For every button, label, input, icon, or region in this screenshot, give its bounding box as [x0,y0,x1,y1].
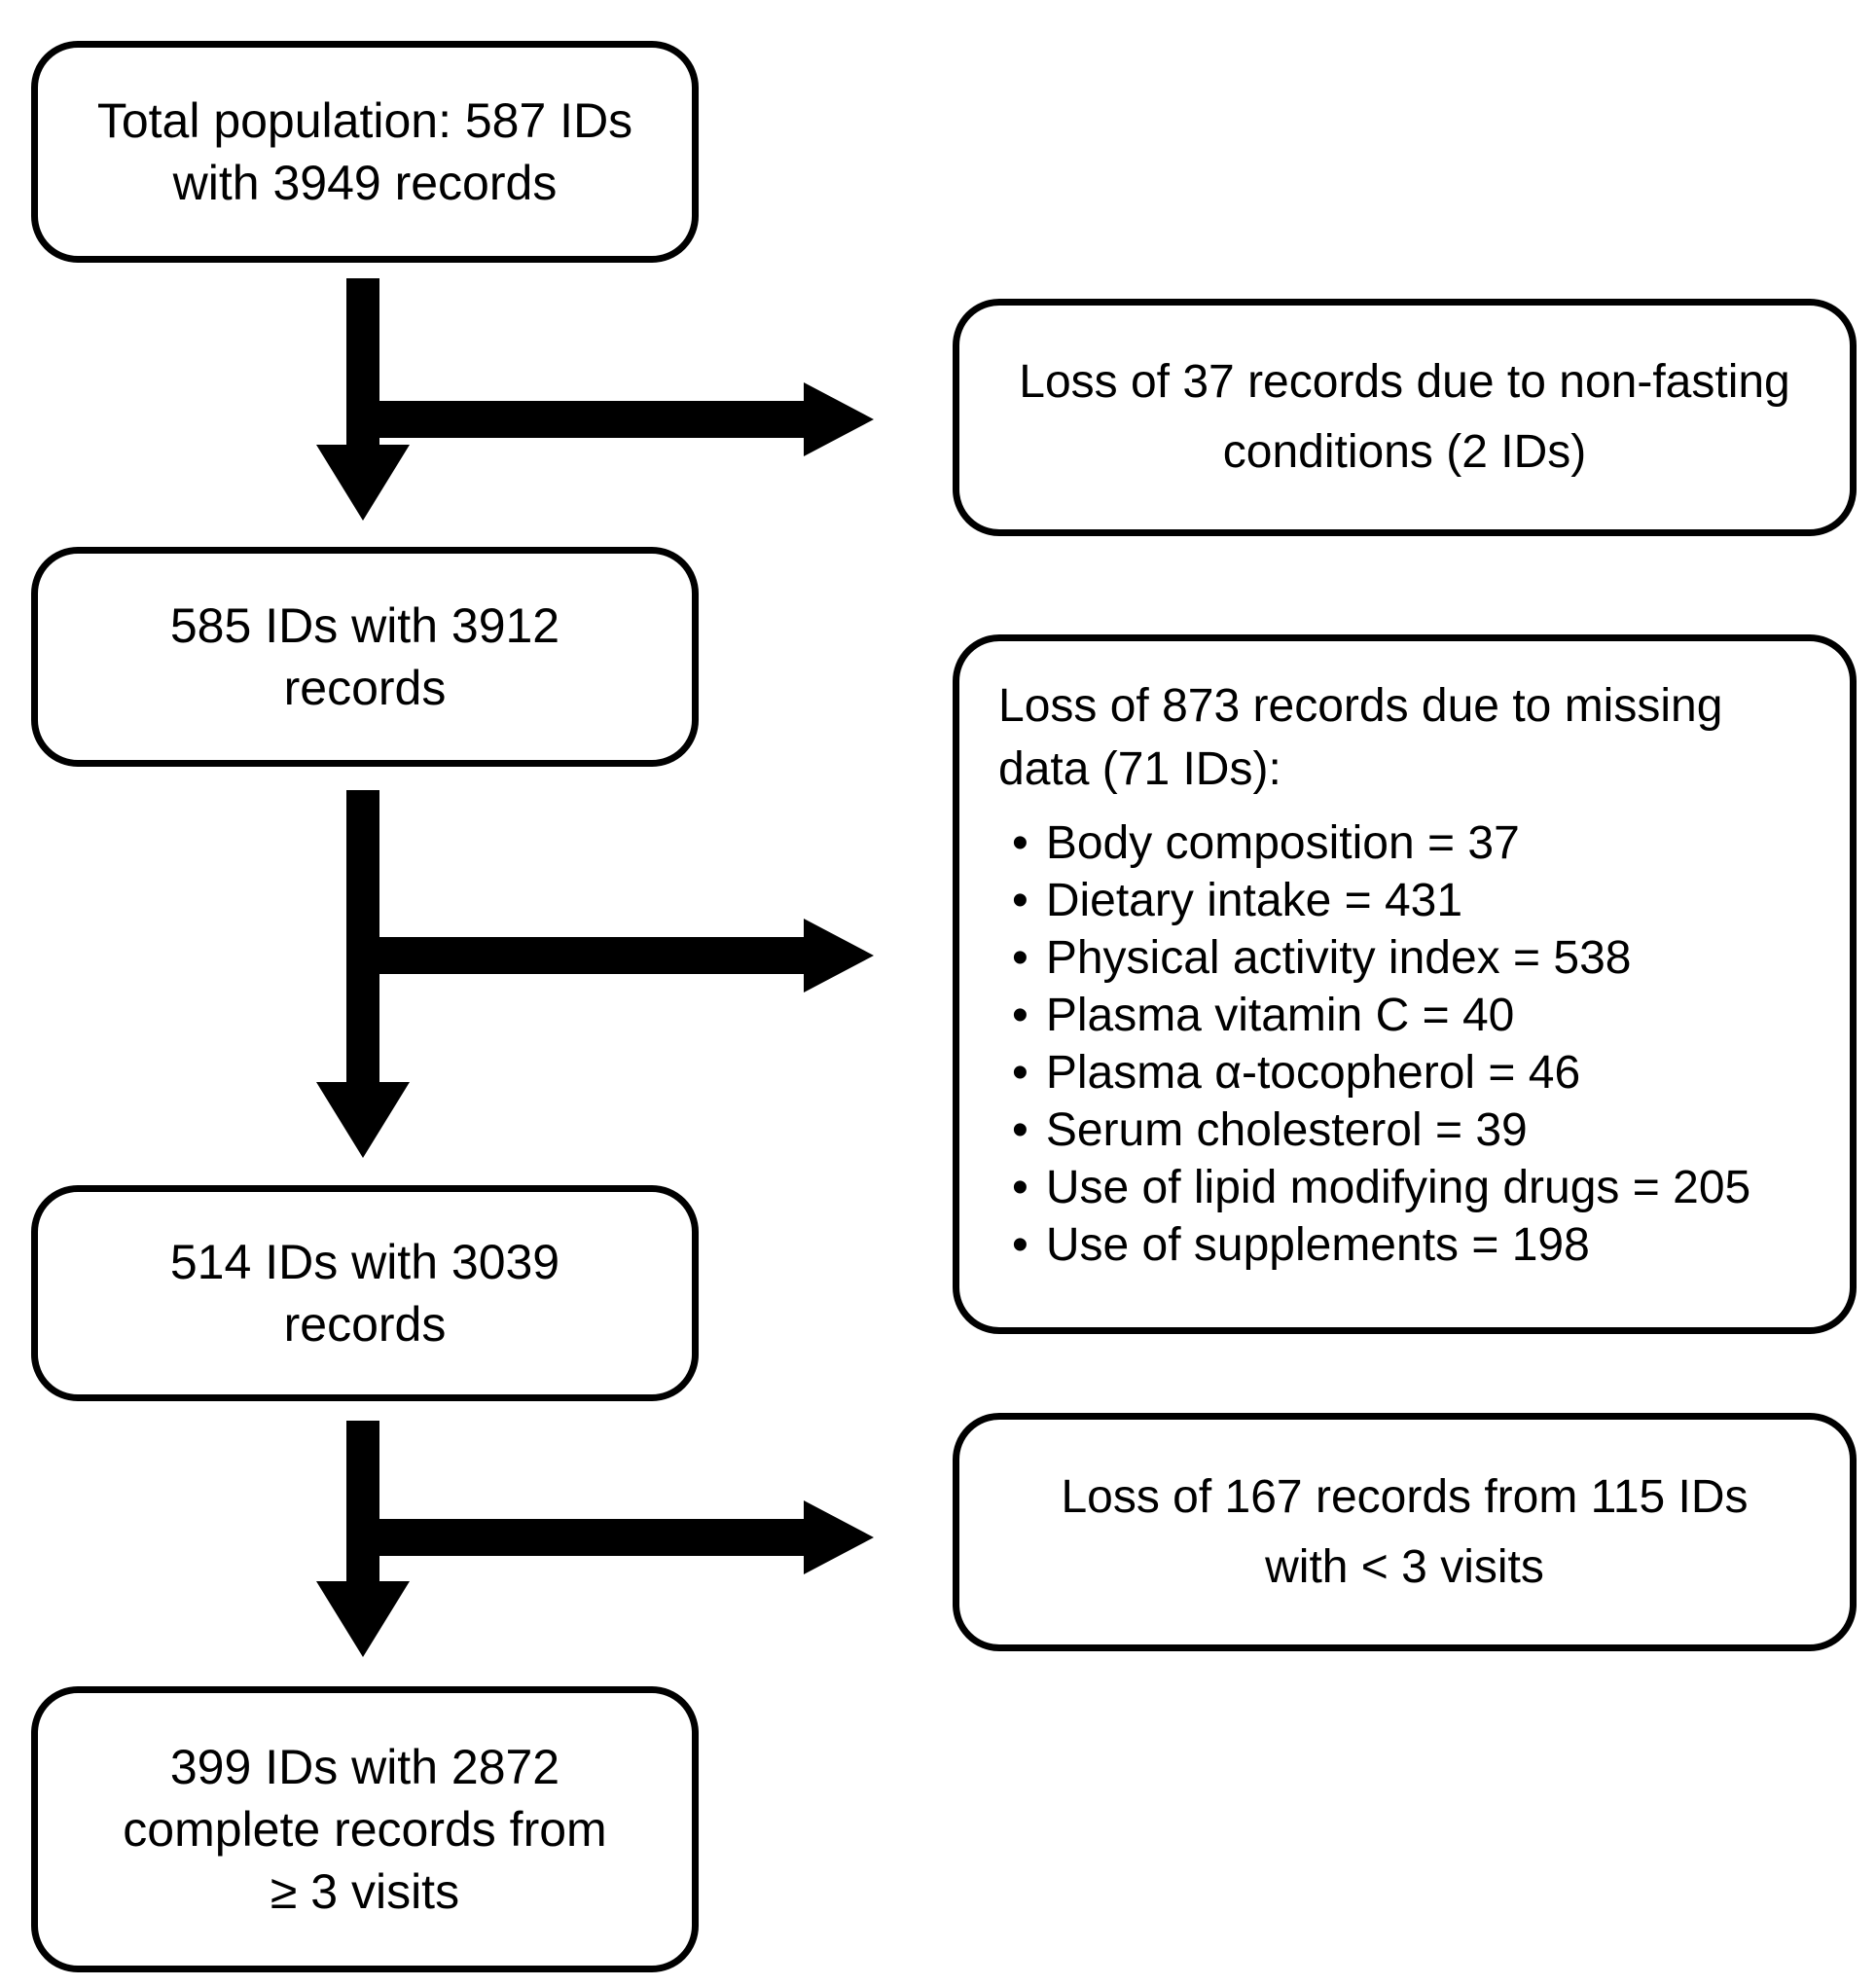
box-loss-missing-data: Loss of 873 records due to missing data … [953,634,1857,1334]
box-text-line: ≥ 3 visits [270,1864,460,1919]
box-text-line: with < 3 visits [1265,1540,1544,1593]
list-item: • Dietary intake = 431 [998,872,1750,929]
list-item: • Plasma vitamin C = 40 [998,987,1750,1044]
list-item-text: Serum cholesterol = 39 [1045,1104,1528,1156]
box-text-line: conditions (2 IDs) [1222,426,1587,478]
box-loss-few-visits: Loss of 167 records from 115 IDs with < … [953,1413,1857,1651]
box-text-line: 514 IDs with 3039 [169,1235,560,1289]
right-arrow-icon [346,382,874,456]
bullet-icon: • [1012,990,1028,1041]
list-item-text: Plasma α-tocopherol = 46 [1045,1047,1581,1099]
box-text-line: records [283,661,447,715]
bullet-icon: • [1012,1047,1028,1099]
box-585-ids: 585 IDs with 3912 records [31,547,699,767]
box-514-ids: 514 IDs with 3039 records [31,1185,699,1401]
box-text-line: Loss of 167 records from 115 IDs [1061,1470,1749,1523]
bullet-icon: • [1012,932,1028,984]
bullet-icon: • [1012,875,1028,926]
box-total-population: Total population: 587 IDs with 3949 reco… [31,41,699,263]
list-item-text: Dietary intake = 431 [1045,875,1463,926]
list-item: • Plasma α-tocopherol = 46 [998,1044,1750,1101]
bullet-icon: • [1012,1104,1028,1156]
box-loss-non-fasting: Loss of 37 records due to non-fasting co… [953,299,1857,536]
box-399-ids-final: 399 IDs with 2872 complete records from … [31,1686,699,1972]
box-text-line: 399 IDs with 2872 [169,1740,560,1794]
bullet-icon: • [1012,1219,1028,1271]
list-item: • Use of supplements = 198 [998,1216,1750,1274]
box-text-line: with 3949 records [172,156,558,210]
list-item-text: Use of lipid modifying drugs = 205 [1045,1162,1751,1213]
list-item: • Use of lipid modifying drugs = 205 [998,1159,1750,1216]
box-text-line: 585 IDs with 3912 [169,598,560,653]
box-text-line: Loss of 873 records due to missing [998,680,1723,732]
list-item-text: Physical activity index = 538 [1045,932,1632,984]
right-arrow-icon [346,919,874,993]
list-item-text: Body composition = 37 [1045,817,1520,869]
list-item-text: Use of supplements = 198 [1045,1219,1590,1271]
list-item: • Physical activity index = 538 [998,929,1750,987]
box-text-line: Total population: 587 IDs [96,93,633,148]
box-text-line: records [283,1297,447,1352]
right-arrow-icon [346,1500,874,1574]
box-text-line: Loss of 37 records due to non-fasting [1019,356,1790,408]
box-text-line: data (71 IDs): [998,743,1281,795]
down-arrow-icon [316,278,410,521]
bullet-icon: • [1012,1162,1028,1213]
missing-data-list: • Body composition = 37 • Dietary intake… [998,814,1750,1274]
list-item-text: Plasma vitamin C = 40 [1045,990,1515,1041]
box-text-line: complete records from [123,1802,607,1857]
bullet-icon: • [1012,817,1028,869]
list-item: • Body composition = 37 [998,814,1750,872]
list-item: • Serum cholesterol = 39 [998,1101,1750,1159]
